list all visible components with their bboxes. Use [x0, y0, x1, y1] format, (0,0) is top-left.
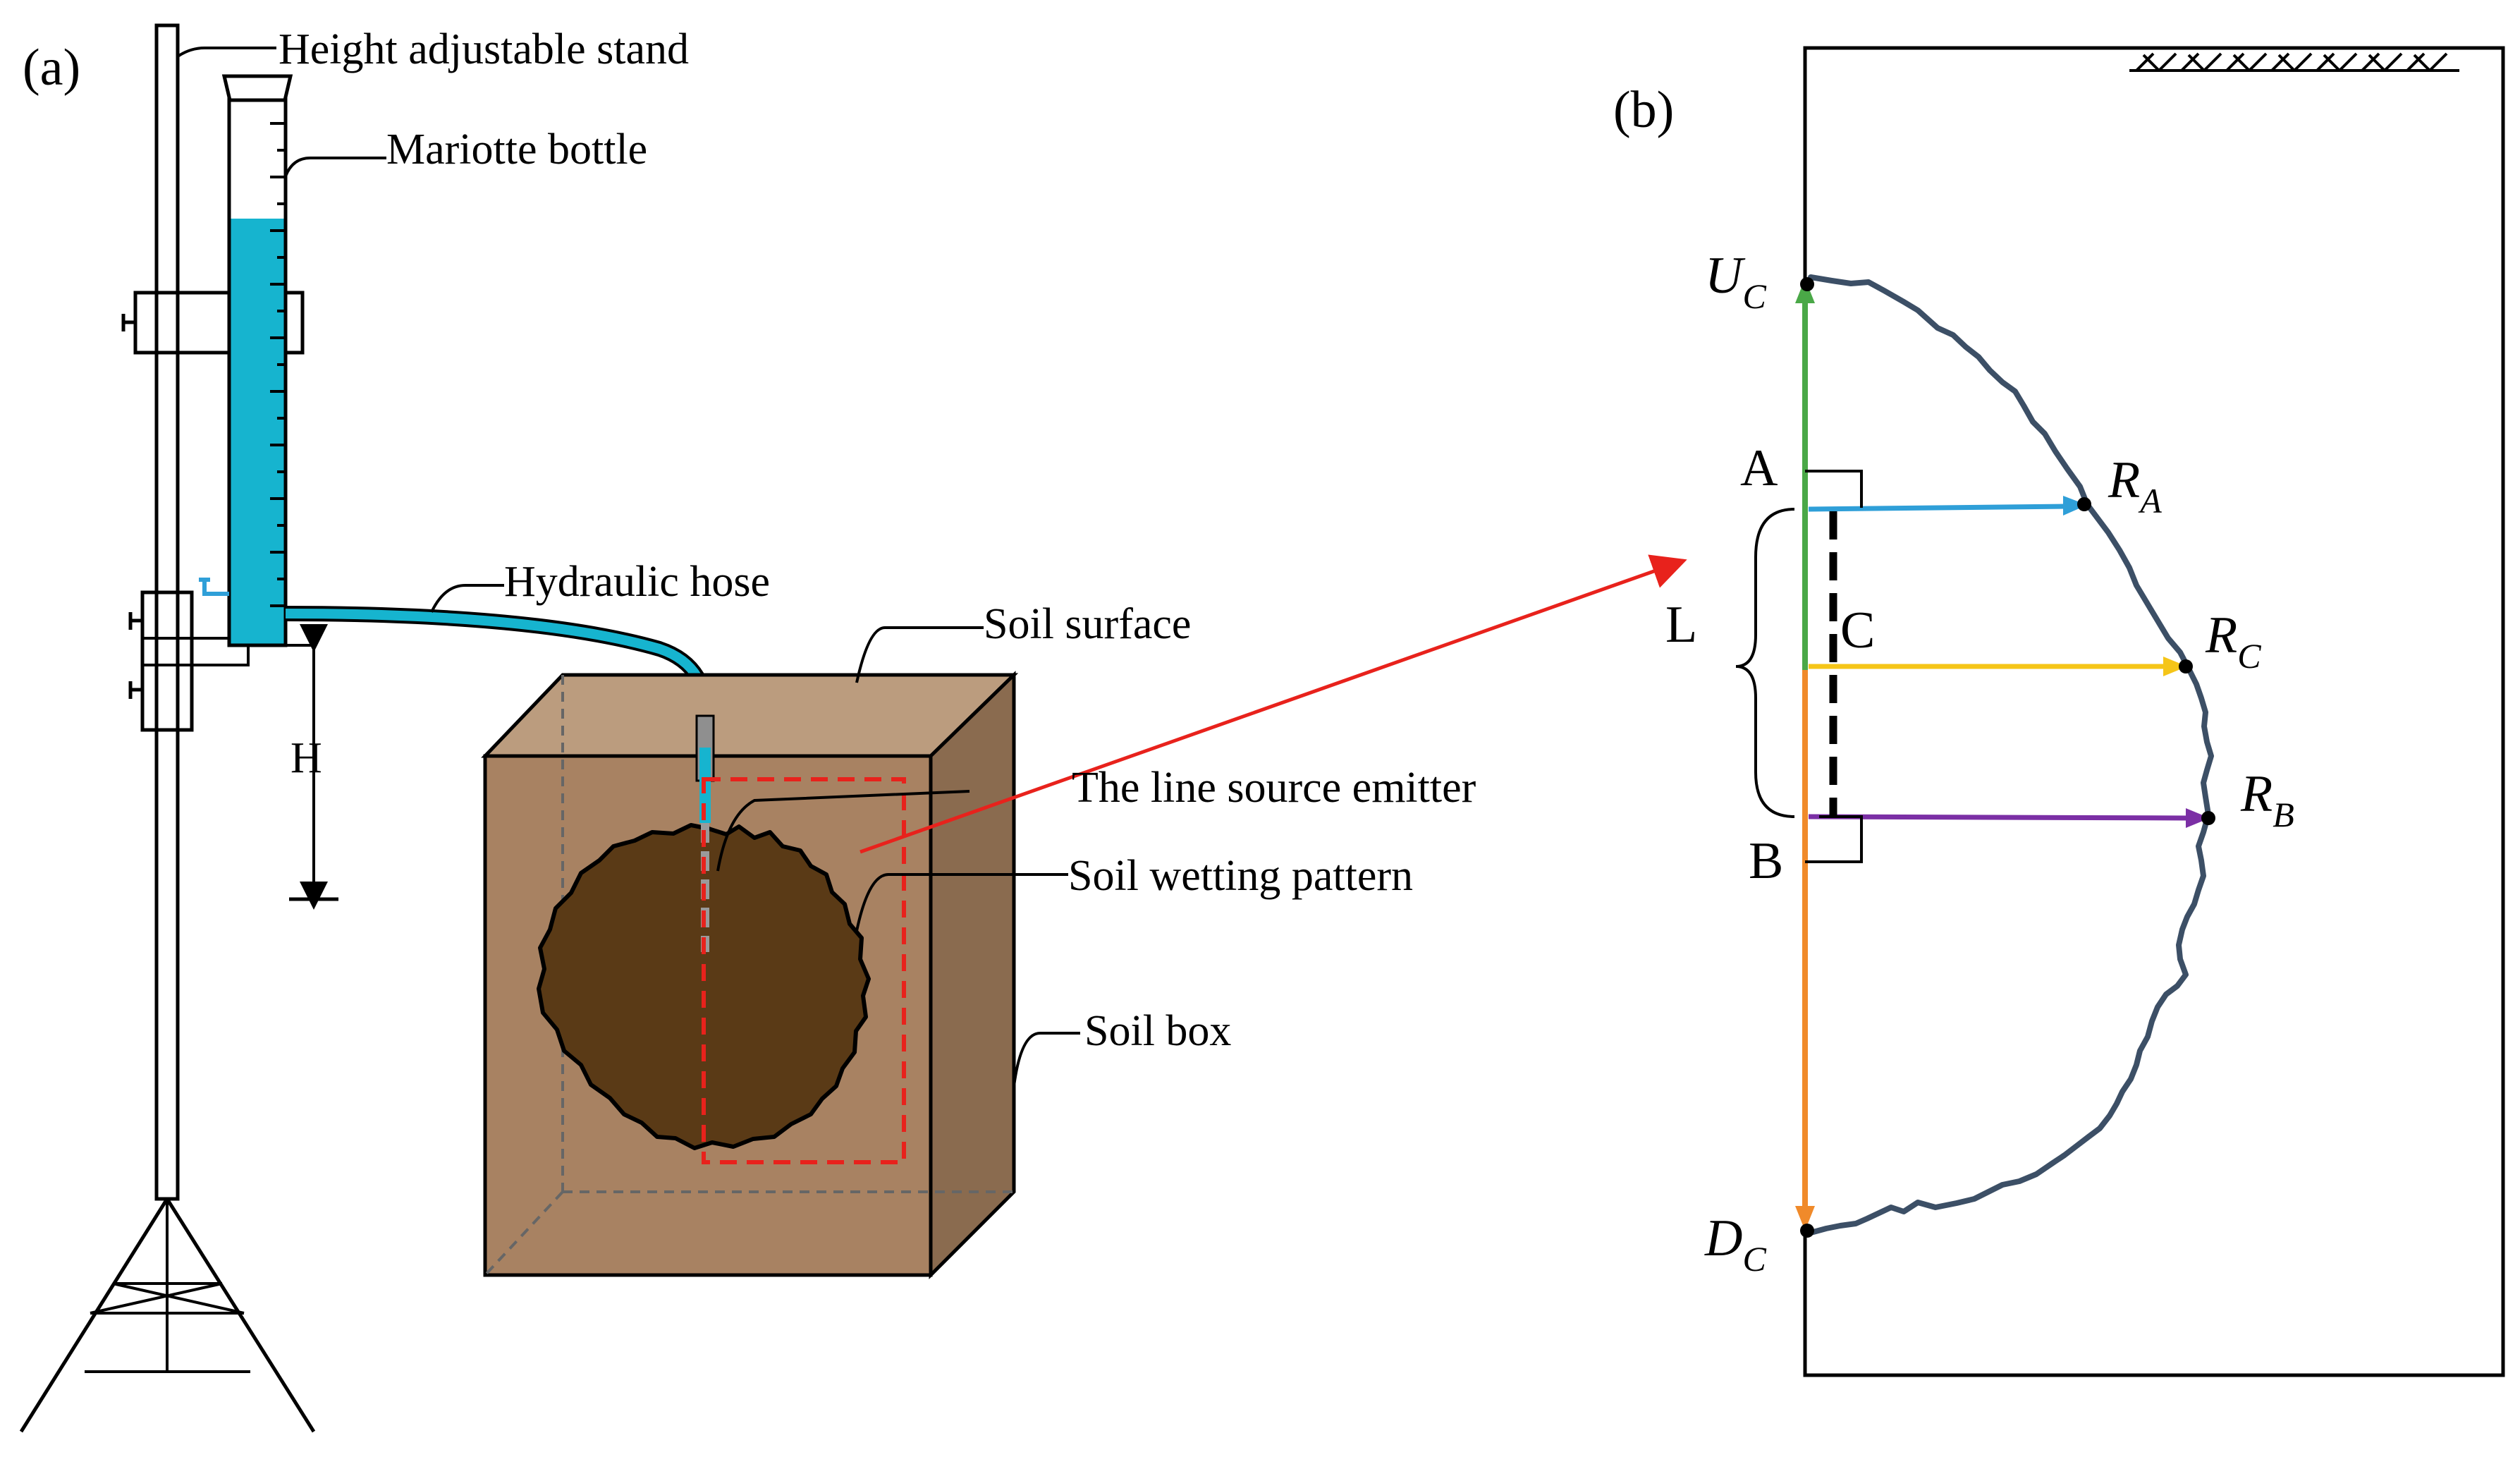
upper-clamp — [121, 291, 305, 355]
soil-box-top — [481, 673, 1019, 758]
emitter-label: The line source emitter — [1072, 764, 1476, 812]
domain-frame — [1803, 46, 2505, 1377]
point-ra — [2077, 497, 2091, 511]
label-rb-main: R — [2240, 765, 2273, 823]
radius-b-arrowhead — [2186, 808, 2210, 828]
point-rb — [2201, 811, 2215, 825]
bottle-scale-ticks — [270, 122, 286, 607]
stand-label: Height adjustable stand — [279, 25, 689, 73]
point-rc — [2179, 659, 2193, 673]
soil-surface-label: Soil surface — [984, 600, 1191, 648]
label-uc: UC — [1705, 247, 1766, 316]
lower-clamp — [128, 590, 250, 732]
soil-box-side — [929, 671, 1016, 1280]
height-label: H — [290, 734, 322, 782]
label-dc-main: D — [1704, 1209, 1742, 1267]
label-dc-sub: C — [1742, 1239, 1766, 1279]
label-a: A — [1740, 439, 1778, 497]
label-dc: DC — [1704, 1209, 1766, 1279]
label-uc-main: U — [1705, 247, 1746, 305]
label-c: C — [1840, 602, 1875, 659]
label-uc-sub: C — [1742, 276, 1766, 316]
label-l: L — [1665, 596, 1697, 654]
upper-point — [1800, 277, 1814, 291]
zoom-arrow — [860, 554, 1687, 854]
label-b: B — [1749, 832, 1783, 890]
wetting-pattern-label: Soil wetting pattern — [1068, 852, 1413, 900]
radius-c-arrowhead — [2163, 657, 2187, 676]
radius-a-arrow — [1808, 504, 2065, 512]
label-rc: RC — [2205, 606, 2261, 676]
ground-hatch-symbol — [2129, 52, 2459, 72]
label-ra-sub: A — [2138, 481, 2162, 520]
leader-lines — [176, 47, 1080, 1087]
wetting-front-outline — [1808, 274, 2214, 1236]
bottle-label: Mariotte bottle — [386, 126, 647, 173]
label-rb: RB — [2240, 765, 2294, 834]
zoom-region-box — [702, 777, 906, 1164]
lower-point — [1800, 1224, 1814, 1238]
label-rc-sub: C — [2237, 636, 2261, 676]
bracket-b — [1805, 815, 1863, 863]
soil-wetting-pattern — [537, 823, 871, 1150]
soil-box-label: Soil box — [1084, 1007, 1231, 1055]
panel-b: (b) — [1613, 46, 2505, 1377]
label-ra-main: R — [2108, 451, 2140, 509]
height-dimension: H — [229, 624, 338, 910]
label-ra: RA — [2108, 451, 2162, 520]
panel-a-tag: (a) — [23, 39, 80, 97]
length-brace — [1735, 508, 1795, 818]
bracket-a — [1805, 470, 1863, 508]
soil-box — [481, 671, 1019, 1280]
height-adjustable-stand — [19, 23, 316, 1433]
hose-label: Hydraulic hose — [504, 558, 770, 606]
panel-b-tag: (b) — [1613, 81, 1674, 139]
mariotte-bottle — [199, 74, 293, 647]
panel-a: (a) — [19, 23, 1687, 1433]
radius-a-arrowhead — [2063, 496, 2087, 516]
downward-arrowhead — [1795, 1206, 1815, 1231]
label-rc-main: R — [2205, 606, 2237, 664]
radius-b-arrow — [1808, 814, 2188, 821]
label-rb-sub: B — [2273, 795, 2294, 834]
